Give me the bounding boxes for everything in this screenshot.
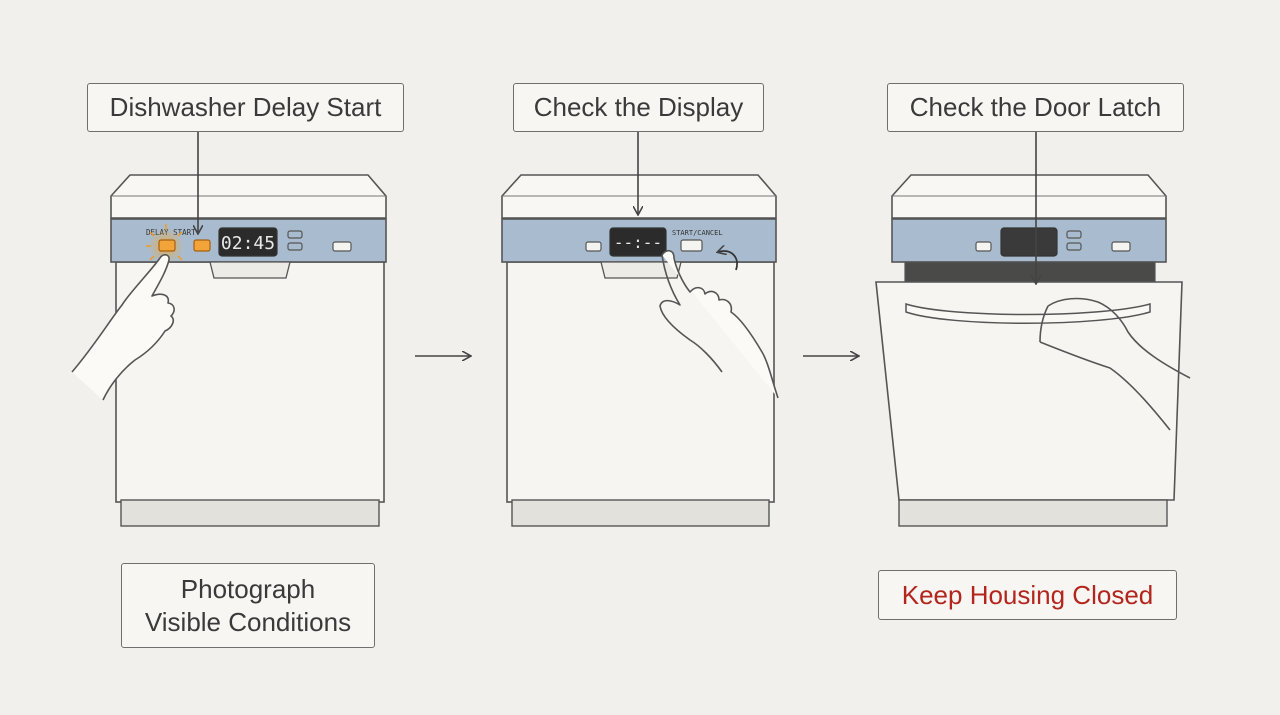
photograph-note: Photograph Visible Conditions bbox=[121, 563, 375, 648]
step-2-title-text: Check the Display bbox=[533, 92, 744, 122]
door-handle-slot-1 bbox=[209, 261, 291, 279]
dishwasher-3 bbox=[875, 174, 1191, 527]
start-cancel-button[interactable] bbox=[680, 239, 703, 252]
panel-button[interactable] bbox=[287, 242, 303, 251]
panel-button[interactable] bbox=[1111, 241, 1131, 252]
door-2 bbox=[506, 261, 775, 503]
delay-start-button[interactable] bbox=[158, 239, 176, 252]
panel-label-start-cancel: START/CANCEL bbox=[672, 229, 723, 237]
step-3-title: Check the Door Latch bbox=[887, 83, 1184, 132]
dishwasher-2: --:-- START/CANCEL bbox=[501, 174, 779, 527]
warning-note-text: Keep Housing Closed bbox=[901, 579, 1154, 610]
door-handle-slot-2 bbox=[600, 261, 682, 279]
curved-arrow-icon bbox=[718, 251, 738, 271]
hand-icon bbox=[71, 254, 175, 401]
step-2-title: Check the Display bbox=[513, 83, 764, 132]
door-handle-bar[interactable] bbox=[905, 302, 1151, 324]
photograph-note-line2: Visible Conditions bbox=[144, 606, 352, 637]
panel-button[interactable] bbox=[332, 241, 352, 252]
display-screen-1 bbox=[218, 227, 278, 257]
delay-adjust-button[interactable] bbox=[193, 239, 211, 252]
step-1-title: Dishwasher Delay Start bbox=[87, 83, 404, 132]
photograph-note-line1: Photograph bbox=[180, 573, 316, 604]
panel-button[interactable] bbox=[287, 230, 303, 239]
warning-note: Keep Housing Closed bbox=[878, 570, 1177, 620]
panel-button[interactable] bbox=[1066, 242, 1082, 251]
hand-icon bbox=[1039, 305, 1049, 343]
display-time: 02:45 bbox=[221, 233, 275, 254]
glow-rays bbox=[146, 224, 183, 261]
kick-plate-2 bbox=[511, 499, 770, 527]
dishwasher-1: DELAY START 02:45 bbox=[71, 174, 387, 527]
panel-button[interactable] bbox=[1066, 230, 1082, 239]
tub-opening bbox=[904, 261, 1156, 283]
display-screen-2 bbox=[609, 227, 667, 257]
display-screen-3 bbox=[1000, 227, 1058, 257]
hand-icon bbox=[661, 249, 779, 399]
panel-button[interactable] bbox=[585, 241, 602, 252]
panel-button[interactable] bbox=[975, 241, 992, 252]
display-blank: --:-- bbox=[614, 233, 662, 252]
kick-plate-3 bbox=[898, 499, 1168, 527]
door-3-open bbox=[875, 281, 1183, 501]
kick-plate-1 bbox=[120, 499, 380, 527]
step-3-title-text: Check the Door Latch bbox=[909, 92, 1162, 122]
step-1-title-text: Dishwasher Delay Start bbox=[109, 92, 382, 122]
